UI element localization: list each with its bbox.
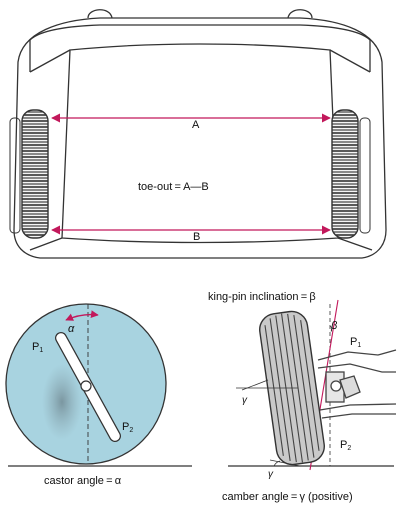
camber-p2-letter: P (340, 439, 348, 451)
castor-caption: castor angle = α (44, 475, 122, 487)
castor-p2-label: P2 (122, 421, 134, 435)
kingpin-inclination-caption: king-pin inclination = β (208, 291, 316, 303)
toe-out-diagram (9, 9, 387, 259)
camber-p2-label: P2 (340, 439, 352, 453)
vehicle-body (13, 9, 387, 259)
suspension-linkage (317, 349, 397, 419)
right-front-tyre (331, 109, 359, 239)
castor-kingpin-bar (55, 332, 121, 442)
camber-beta-label: β (331, 320, 338, 332)
camber-caption: camber angle = γ (positive) (222, 491, 353, 503)
castor-wheel-shading (42, 364, 82, 440)
toe-out-formula: toe-out = A—B (138, 181, 209, 193)
camber-tyre (259, 310, 325, 466)
label-a: A (192, 119, 200, 131)
camber-gamma-upper-label: γ (242, 395, 247, 406)
castor-wheel (5, 303, 167, 465)
right-rear-hint (359, 117, 371, 234)
camber-p1-subscript: 1 (357, 342, 362, 349)
castor-p1-letter: P (32, 341, 40, 353)
camber-gamma-lower-label: γ (268, 469, 273, 480)
left-rear-hint (9, 117, 21, 234)
castor-p1-subscript: 1 (39, 347, 44, 354)
camber-angle-markers (236, 379, 301, 467)
label-b: B (193, 231, 201, 243)
castor-alpha-label: α (68, 323, 75, 335)
castor-p2-letter: P (122, 421, 130, 433)
camber-p2-subscript: 2 (347, 445, 352, 452)
camber-p1-letter: P (350, 336, 358, 348)
left-front-tyre (21, 109, 49, 239)
camber-p1-label: P1 (350, 336, 362, 350)
castor-angle-arc (65, 310, 99, 321)
castor-p2-subscript: 2 (129, 427, 134, 434)
castor-p1-label: P1 (32, 341, 44, 355)
